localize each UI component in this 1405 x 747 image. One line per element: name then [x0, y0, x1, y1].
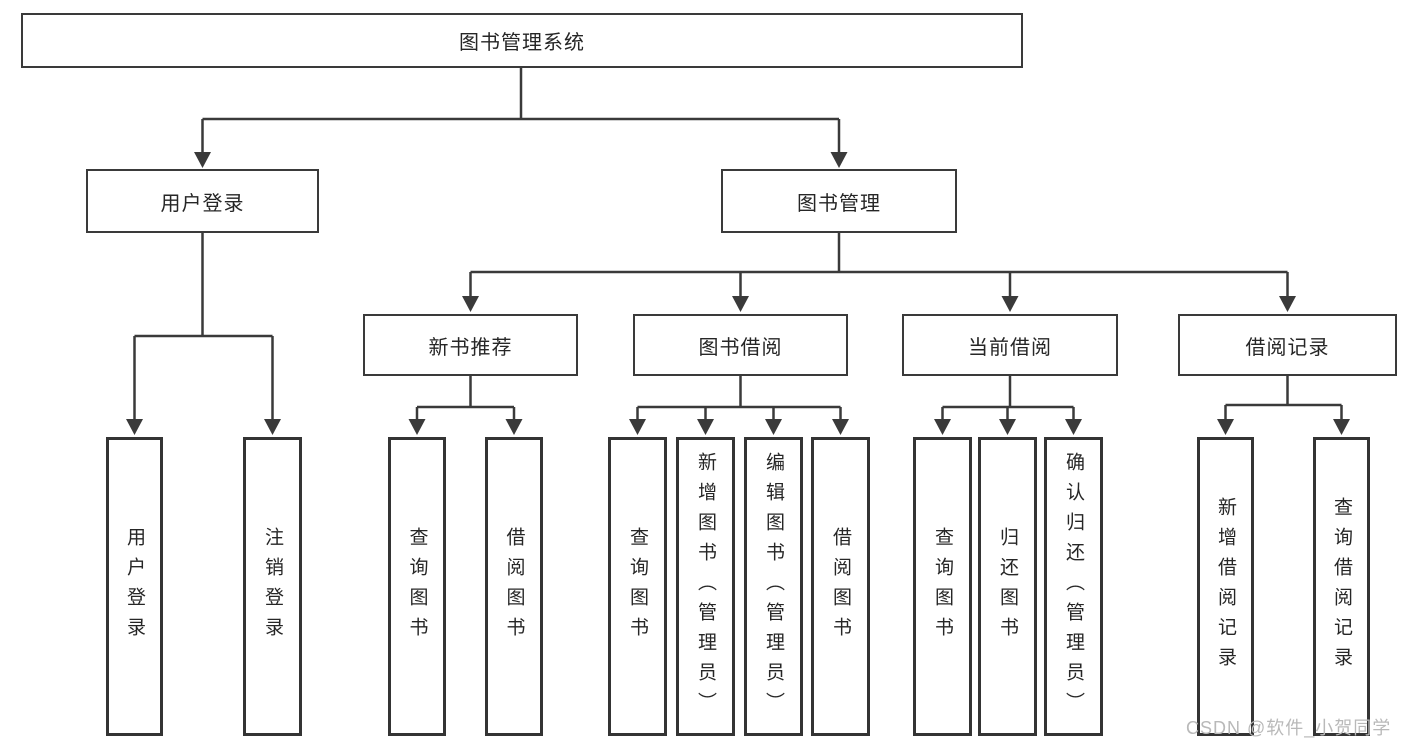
watermark: CSDN @软件_小贺同学	[1186, 718, 1392, 738]
leaf-label: 注销登录	[262, 526, 283, 647]
node-root: 图书管理系统	[21, 13, 1023, 68]
leaf-label: 归还图书	[997, 526, 1018, 647]
leaf-edit-books-admin: 编辑图书（管理员）	[744, 437, 803, 736]
leaf-label: 查询图书	[932, 526, 953, 647]
leaf-query-books-recommend: 查询图书	[388, 437, 446, 736]
node-new-book-recommend: 新书推荐	[363, 314, 578, 376]
leaf-add-books-admin: 新增图书（管理员）	[676, 437, 735, 736]
node-new-book-recommend-label: 新书推荐	[428, 336, 513, 359]
node-current-borrow-label: 当前借阅	[968, 336, 1052, 359]
leaf-confirm-return-admin: 确认归还（管理员）	[1044, 437, 1103, 736]
leaf-label: 查询借阅记录	[1331, 496, 1352, 677]
leaf-query-books-borrow: 查询图书	[608, 437, 667, 736]
leaf-label: 编辑图书（管理员）	[763, 451, 784, 722]
leaf-borrow-books-recommend: 借阅图书	[485, 437, 543, 736]
arrowheads	[126, 152, 1350, 435]
leaf-label: 新增借阅记录	[1215, 496, 1236, 677]
node-book-borrow: 图书借阅	[633, 314, 848, 376]
leaf-label: 新增图书（管理员）	[695, 451, 716, 722]
leaf-label: 借阅图书	[830, 526, 851, 647]
leaf-query-borrow-record: 查询借阅记录	[1313, 437, 1370, 736]
leaf-return-books: 归还图书	[978, 437, 1037, 736]
leaf-label: 查询图书	[406, 526, 428, 647]
leaf-label: 用户登录	[124, 526, 145, 647]
leaf-query-books-current: 查询图书	[913, 437, 972, 736]
leaf-label: 查询图书	[627, 526, 648, 647]
node-root-label: 图书管理系统	[459, 32, 585, 54]
leaf-user-login: 用户登录	[106, 437, 163, 736]
node-current-borrow: 当前借阅	[902, 314, 1118, 376]
leaf-label: 确认归还（管理员）	[1063, 451, 1084, 722]
node-book-borrow-label: 图书借阅	[698, 336, 783, 359]
leaf-borrow-books: 借阅图书	[811, 437, 870, 736]
node-borrow-records: 借阅记录	[1178, 314, 1397, 376]
node-user-login-label: 用户登录	[160, 192, 245, 215]
node-borrow-records-label: 借阅记录	[1245, 336, 1330, 359]
node-user-login: 用户登录	[86, 169, 319, 233]
leaf-label: 借阅图书	[503, 526, 525, 647]
leaf-add-borrow-record: 新增借阅记录	[1197, 437, 1254, 736]
node-book-management: 图书管理	[721, 169, 957, 233]
leaf-logout: 注销登录	[243, 437, 302, 736]
node-book-management-label: 图书管理	[797, 192, 881, 215]
